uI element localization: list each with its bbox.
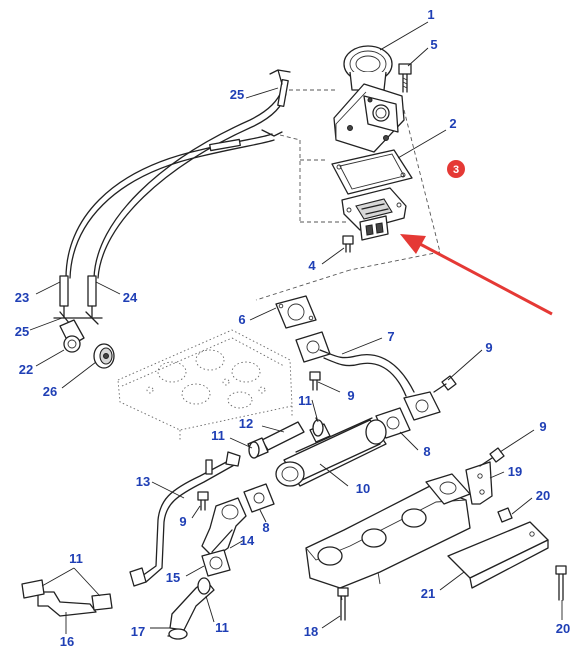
callout-1: 1 bbox=[427, 7, 434, 22]
engine-block-outline bbox=[117, 329, 293, 440]
callout-14: 14 bbox=[240, 533, 255, 548]
callout-9: 9 bbox=[179, 514, 186, 529]
callout-15: 15 bbox=[166, 570, 180, 585]
callout-11: 11 bbox=[69, 551, 83, 566]
callout-9: 9 bbox=[539, 419, 546, 434]
bolt bbox=[398, 63, 412, 93]
highlight-badge: 3 bbox=[447, 160, 465, 178]
hose-clamp bbox=[197, 577, 211, 595]
egr-pipe bbox=[295, 331, 441, 421]
egr-adapter-housing bbox=[341, 187, 407, 241]
callout-24: 24 bbox=[123, 290, 138, 305]
callout-4: 4 bbox=[308, 258, 316, 273]
callout-12: 12 bbox=[239, 416, 253, 431]
bolt bbox=[309, 371, 321, 391]
highlight-arrow bbox=[400, 234, 553, 316]
callout-11: 11 bbox=[211, 428, 225, 443]
bolt bbox=[197, 491, 209, 511]
callout-10: 10 bbox=[356, 481, 370, 496]
callout-13: 13 bbox=[136, 474, 150, 489]
highlight-badge-number: 3 bbox=[453, 164, 459, 176]
callout-labels: 1 5 25 2 4 23 24 25 6 7 9 22 26 9 11 12 … bbox=[15, 7, 570, 649]
gasket bbox=[331, 149, 413, 195]
bolt bbox=[342, 235, 354, 253]
hose-clamp bbox=[91, 593, 113, 611]
bolt bbox=[337, 587, 349, 621]
callout-16: 16 bbox=[60, 634, 74, 649]
coolant-tube bbox=[129, 451, 241, 587]
bolt bbox=[497, 507, 513, 523]
hose-clamp bbox=[21, 579, 45, 599]
rubber-bushing bbox=[93, 343, 115, 369]
callout-17: 17 bbox=[131, 624, 145, 639]
callout-8: 8 bbox=[423, 444, 430, 459]
bolt bbox=[433, 375, 457, 393]
coolant-hose bbox=[37, 591, 97, 617]
callout-9: 9 bbox=[485, 340, 492, 355]
callout-23: 23 bbox=[15, 290, 29, 305]
callout-18: 18 bbox=[304, 624, 318, 639]
actuator-bracket bbox=[59, 319, 85, 353]
flange-gasket bbox=[243, 483, 275, 513]
callout-6: 6 bbox=[238, 312, 245, 327]
assembly-boundary bbox=[255, 89, 441, 301]
leader-lines bbox=[29, 21, 563, 634]
callout-7: 7 bbox=[387, 329, 394, 344]
callout-26: 26 bbox=[43, 384, 57, 399]
seal-ring bbox=[201, 549, 231, 577]
egr-cooler bbox=[275, 417, 387, 487]
callout-11: 11 bbox=[215, 620, 229, 635]
callout-25: 25 bbox=[15, 324, 29, 339]
callout-9: 9 bbox=[347, 388, 354, 403]
pipe-elbow bbox=[201, 497, 247, 559]
mounting-bracket bbox=[465, 461, 493, 505]
callout-2: 2 bbox=[449, 116, 456, 131]
hose-clamp bbox=[168, 628, 188, 640]
callout-11: 11 bbox=[298, 393, 312, 408]
control-cables bbox=[53, 69, 291, 325]
bolt bbox=[555, 565, 567, 601]
heat-shield bbox=[447, 521, 549, 589]
egr-valve bbox=[333, 45, 405, 153]
bolt bbox=[479, 447, 505, 467]
callout-22: 22 bbox=[19, 362, 33, 377]
callout-8: 8 bbox=[262, 520, 269, 535]
callout-20: 20 bbox=[556, 621, 570, 636]
exhaust-manifold bbox=[305, 473, 471, 601]
hose-clamp bbox=[312, 419, 324, 437]
callout-19: 19 bbox=[508, 464, 522, 479]
callout-21: 21 bbox=[421, 586, 435, 601]
callout-25: 25 bbox=[230, 87, 244, 102]
flange-gasket bbox=[275, 295, 317, 329]
hose-clamp bbox=[248, 441, 260, 459]
callout-20: 20 bbox=[536, 488, 550, 503]
callout-5: 5 bbox=[430, 37, 437, 52]
